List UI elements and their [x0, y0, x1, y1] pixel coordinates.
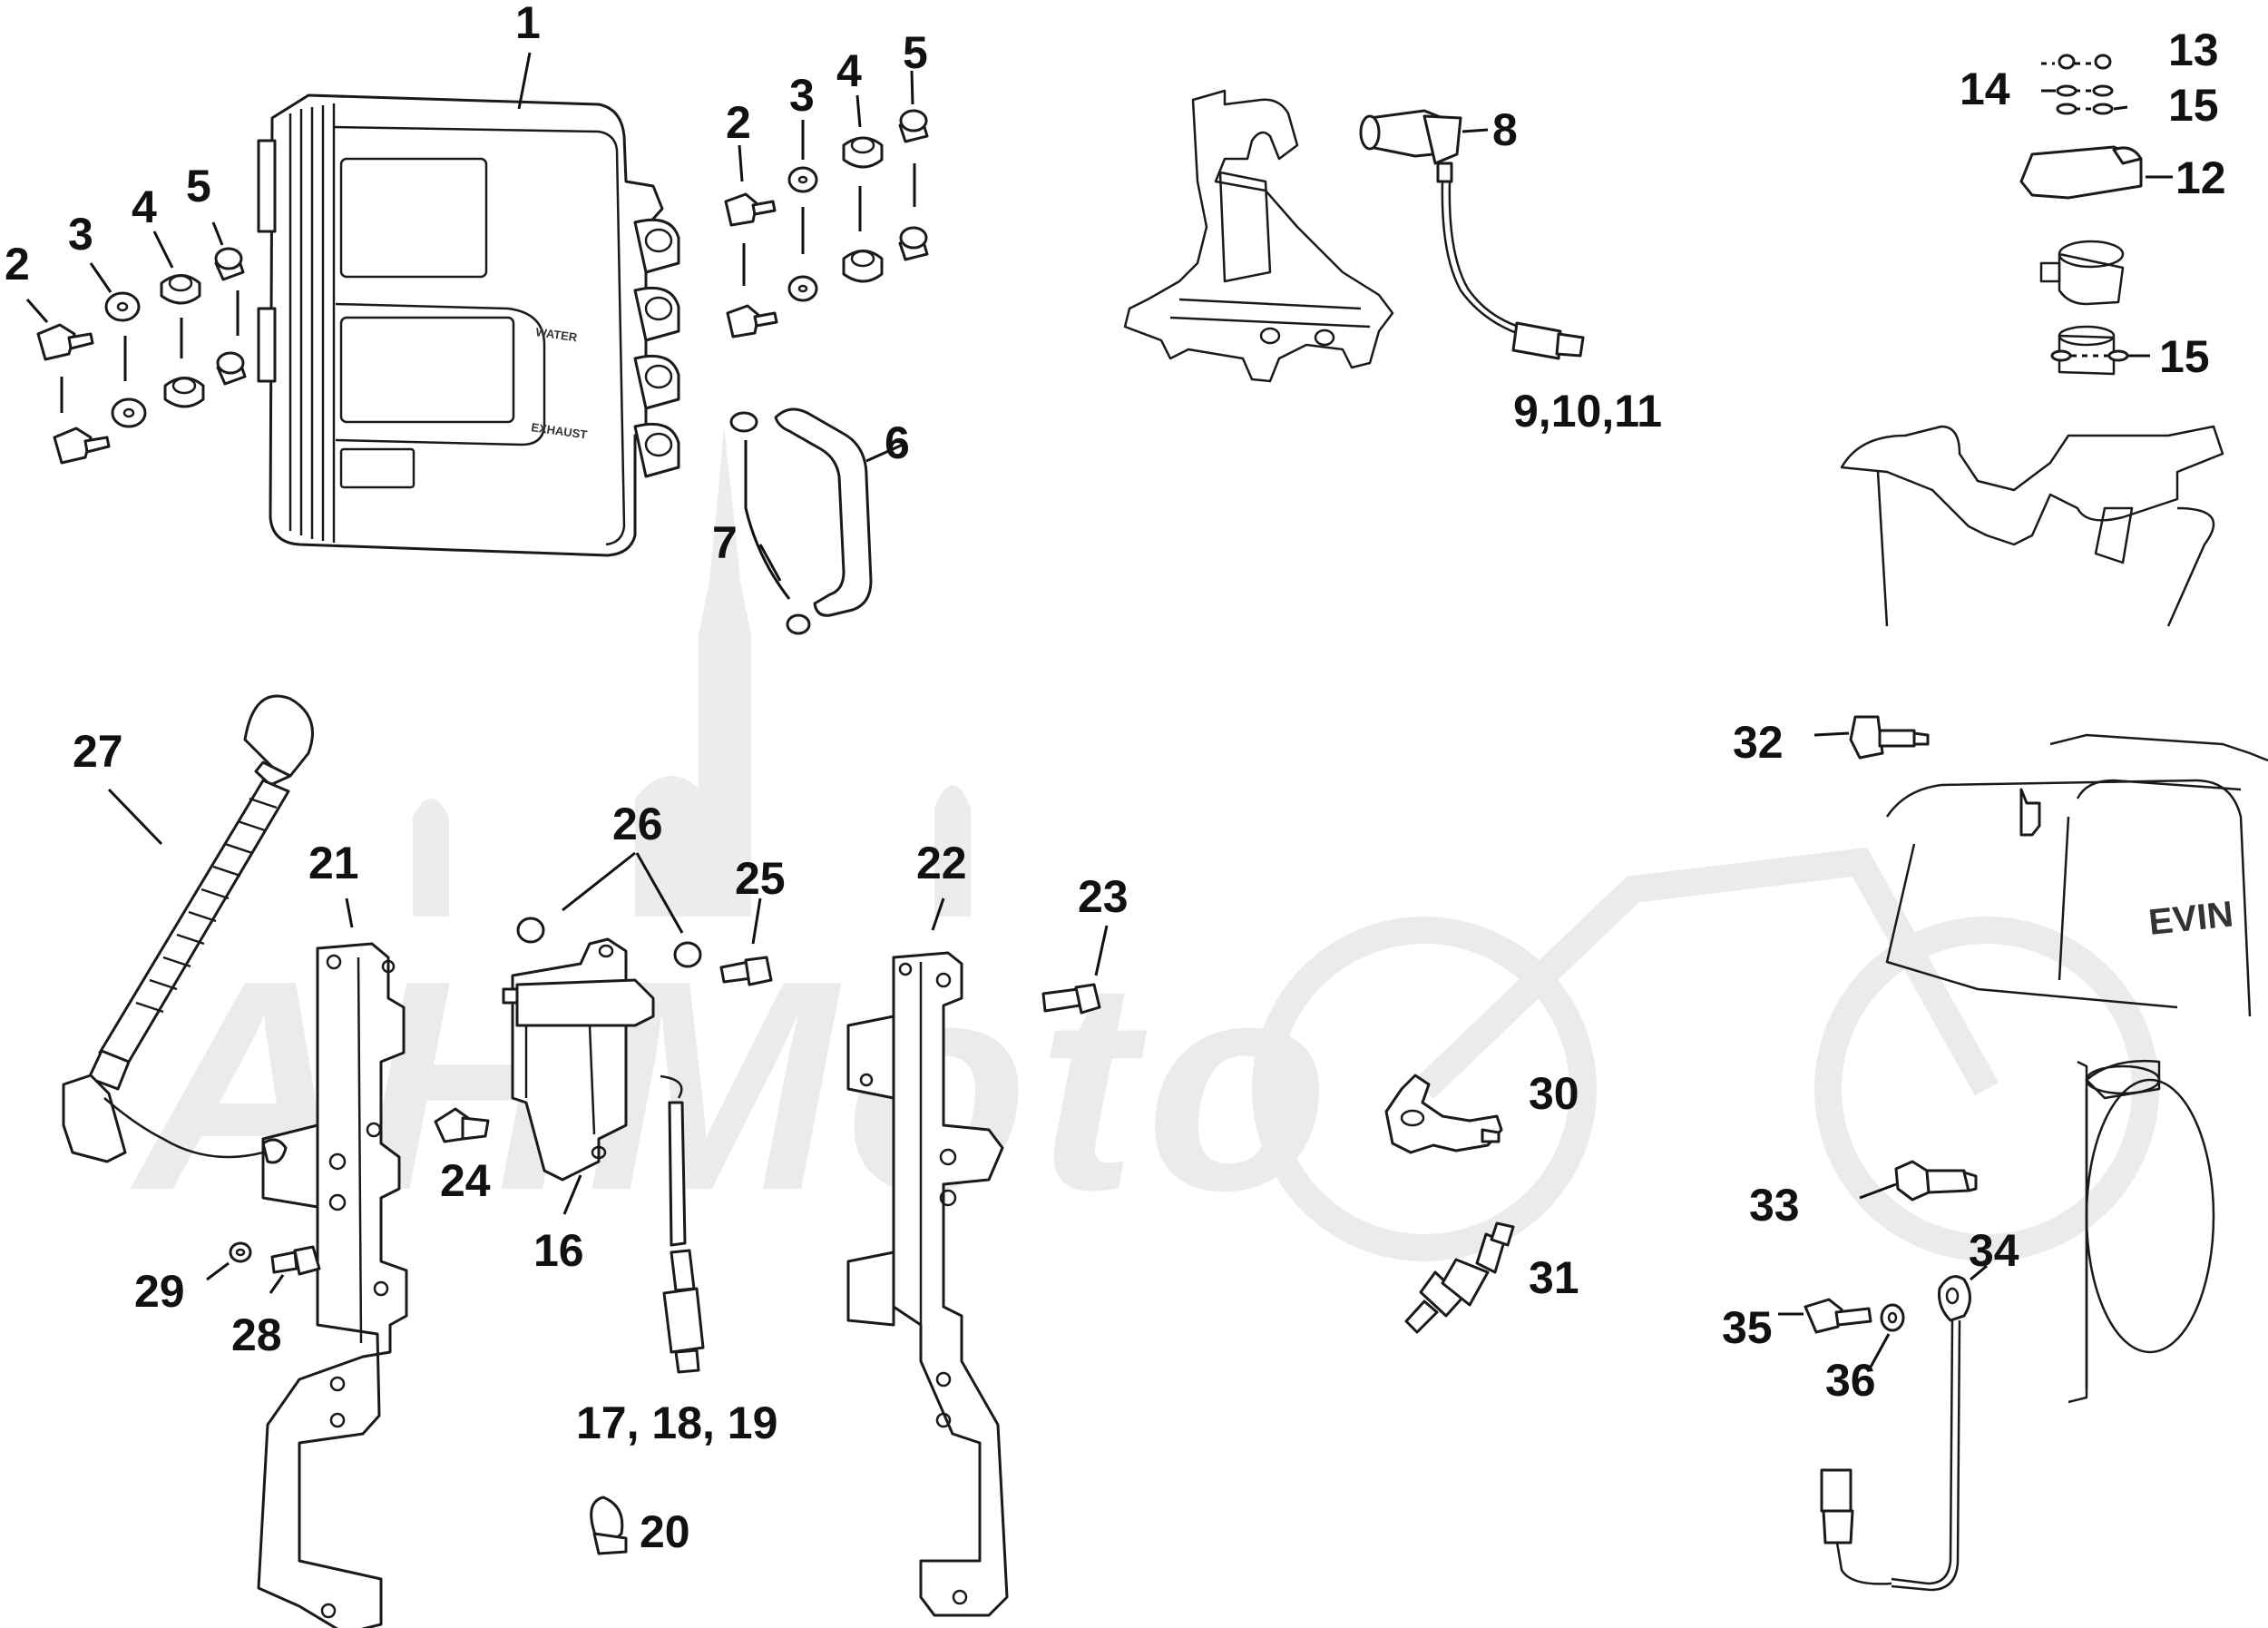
- callout-6: 6: [885, 417, 910, 468]
- callout-33: 33: [1749, 1180, 1800, 1231]
- callout-2-right: 2: [726, 97, 751, 148]
- callout-5-left: 5: [186, 161, 211, 211]
- callout-5-right: 5: [903, 27, 928, 78]
- engine-control-module: WATER EXHAUST: [257, 93, 680, 557]
- callout-4-right: 4: [836, 45, 862, 96]
- callout-labels: 1 2 3 4 5 2 3 4 5 6 7 8 9,10,11 12 13 14…: [5, 0, 2226, 1557]
- module-water-label: WATER: [535, 325, 579, 344]
- callout-23: 23: [1078, 871, 1129, 922]
- callout-27: 27: [73, 726, 123, 777]
- lead-wire: [62, 694, 314, 1164]
- power-head-cover: EVIN: [1813, 715, 2268, 1404]
- callout-17-18-19: 17, 18, 19: [576, 1398, 777, 1448]
- callout-32: 32: [1733, 717, 1784, 768]
- callout-36: 36: [1825, 1355, 1876, 1406]
- callout-3-left: 3: [68, 209, 93, 260]
- callout-29: 29: [134, 1266, 185, 1317]
- cover-brand-text: EVIN: [2146, 894, 2234, 943]
- callout-12: 12: [2175, 152, 2226, 203]
- pressure-sensor-assembly: [1840, 54, 2224, 627]
- left-mounting-hardware: [25, 221, 247, 465]
- ground-lead: [1778, 1264, 1988, 1592]
- callout-13: 13: [2168, 25, 2219, 75]
- callout-1: 1: [515, 0, 541, 48]
- callout-28: 28: [231, 1309, 282, 1360]
- callout-7: 7: [712, 517, 738, 568]
- callout-8: 8: [1492, 104, 1518, 155]
- fasteners: [206, 897, 1109, 1294]
- callout-4-left: 4: [132, 181, 157, 232]
- callout-24: 24: [440, 1155, 491, 1206]
- callout-2-left: 2: [5, 239, 30, 289]
- ignition-coil: [502, 851, 705, 1555]
- callout-25: 25: [735, 853, 786, 904]
- callout-15-top: 15: [2168, 80, 2219, 131]
- callout-15-bottom: 15: [2159, 331, 2210, 382]
- callout-22: 22: [916, 838, 967, 888]
- right-bracket: [846, 897, 1009, 1617]
- callout-34: 34: [1969, 1225, 2019, 1276]
- callout-14: 14: [1960, 64, 2010, 114]
- right-mounting-hardware: [724, 70, 929, 338]
- callout-9-10-11: 9,10,11: [1513, 386, 1662, 436]
- crank-position-sensor: [1123, 89, 1585, 383]
- callout-35: 35: [1722, 1302, 1773, 1353]
- callout-30: 30: [1529, 1068, 1579, 1119]
- callout-20: 20: [640, 1506, 690, 1557]
- callout-26: 26: [612, 799, 663, 849]
- callout-3-right: 3: [789, 70, 815, 121]
- callout-21: 21: [308, 838, 359, 888]
- hose-and-clamps: [729, 407, 904, 635]
- left-bracket: [257, 897, 408, 1628]
- callout-31: 31: [1529, 1252, 1579, 1303]
- callout-16: 16: [533, 1225, 584, 1276]
- clip-and-spark-plug: [1384, 1074, 1515, 1334]
